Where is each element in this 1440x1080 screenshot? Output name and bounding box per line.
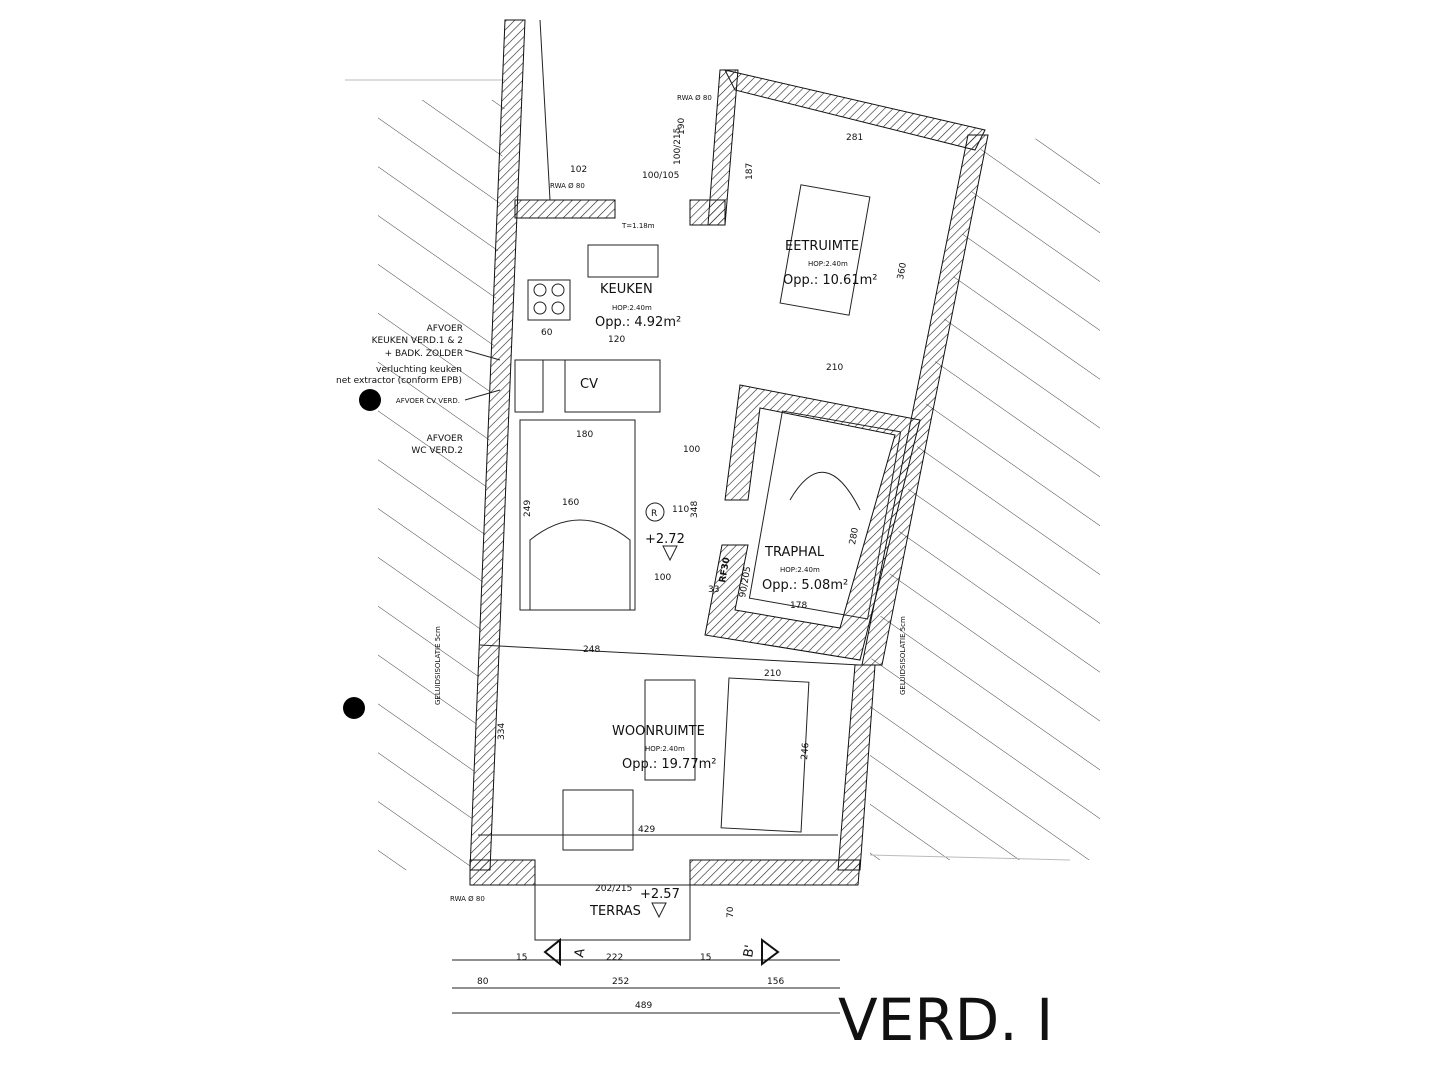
room-hop-keuken: HOP:2.40m — [612, 304, 652, 312]
dimension-labels: 102 190 100/215 100/105 187 281 360 210 … — [477, 118, 909, 1011]
level-main: +2.72 — [645, 532, 685, 547]
svg-text:100/215: 100/215 — [673, 128, 683, 165]
kitchen-north-wall — [514, 199, 616, 219]
terras-level-marker — [651, 902, 667, 919]
svg-text:100: 100 — [683, 445, 700, 455]
section-a-label: A — [572, 947, 588, 958]
front-wall-right — [689, 859, 861, 886]
coffee-table — [644, 679, 696, 781]
svg-text:202/215: 202/215 — [595, 884, 632, 894]
svg-text:429: 429 — [638, 825, 655, 835]
note-afvoer-keuken: KEUKEN VERD.1 & 2 — [372, 336, 463, 346]
room-hop-woonruimte: HOP:2.40m — [645, 745, 685, 753]
svg-text:120: 120 — [608, 335, 625, 345]
svg-text:334: 334 — [497, 723, 507, 740]
svg-text:248: 248 — [583, 645, 600, 655]
staircase-main — [519, 419, 636, 611]
room-name-cv: CV — [580, 377, 598, 392]
binder-hole-top — [359, 389, 381, 411]
note-rf30: RF30 — [718, 557, 732, 584]
note-geluidsisolatie-left: GELUIDSISOLATIE 5cm — [434, 626, 442, 705]
traphal-wall — [704, 384, 921, 661]
note-wc-verd: WC VERD.2 — [411, 446, 463, 456]
r-marker — [645, 502, 665, 522]
floor-title: VERD. I — [838, 986, 1053, 1054]
note-geluidsisolatie-right: GELUIDSISOLATIE 5cm — [899, 616, 907, 695]
room-name-traphal: TRAPHAL — [764, 545, 825, 560]
svg-text:102: 102 — [570, 165, 587, 175]
eetruimte-left-wall — [707, 69, 739, 226]
svg-text:281: 281 — [846, 133, 863, 143]
svg-text:249: 249 — [523, 500, 533, 517]
svg-text:252: 252 — [612, 977, 629, 987]
svg-text:280: 280 — [848, 527, 861, 546]
note-verluchting: verluchting keuken — [376, 365, 462, 375]
room-area-eetruimte: Opp.: 10.61m² — [783, 273, 877, 288]
svg-text:156: 156 — [767, 977, 784, 987]
svg-text:348: 348 — [690, 501, 700, 518]
section-arrow-a — [543, 937, 561, 967]
svg-text:190: 190 — [677, 118, 687, 135]
svg-text:15: 15 — [516, 953, 527, 963]
note-rwa: RWA Ø 80 — [677, 94, 712, 102]
svg-text:100: 100 — [654, 573, 671, 583]
svg-text:70: 70 — [726, 906, 736, 918]
svg-text:246: 246 — [800, 742, 811, 760]
svg-text:100/105: 100/105 — [642, 171, 679, 181]
staircase-traphal — [748, 410, 902, 620]
svg-text:80: 80 — [477, 977, 489, 987]
room-name-eetruimte: EETRUIMTE — [785, 239, 859, 254]
svg-text:160: 160 — [562, 498, 579, 508]
note-afvoer: AFVOER — [427, 324, 463, 334]
room-hop-eetruimte: HOP:2.40m — [808, 260, 848, 268]
armchair — [562, 789, 634, 851]
section-b-label: B' — [741, 944, 758, 959]
level-terras: +2.57 — [640, 887, 680, 902]
svg-text:187: 187 — [745, 163, 755, 180]
note-badk-zolder: + BADK. ZOLDER — [385, 349, 463, 359]
svg-text:360: 360 — [896, 262, 909, 281]
note-t-height: T=1.18m — [621, 222, 655, 230]
svg-text:33: 33 — [708, 585, 719, 595]
svg-text:180: 180 — [576, 430, 593, 440]
sofa — [720, 677, 810, 833]
note-afvoer-wc: AFVOER — [427, 434, 463, 444]
room-name-terras: TERRAS — [589, 904, 641, 919]
svg-text:222: 222 — [606, 953, 623, 963]
svg-text:178: 178 — [790, 601, 807, 611]
binder-hole-bottom — [343, 697, 365, 719]
room-name-keuken: KEUKEN — [600, 282, 653, 297]
svg-text:60: 60 — [541, 328, 553, 338]
room-area-woonruimte: Opp.: 19.77m² — [622, 757, 716, 772]
kitchen-sink — [587, 244, 659, 278]
room-area-traphal: Opp.: 5.08m² — [762, 578, 848, 593]
dining-table — [779, 184, 871, 316]
front-wall-left — [469, 859, 536, 886]
room-area-keuken: Opp.: 4.92m² — [595, 315, 681, 330]
svg-text:210: 210 — [826, 363, 843, 373]
note-extractor: net extractor (conform EPB) — [336, 376, 462, 386]
room-name-woonruimte: WOONRUIMTE — [612, 724, 705, 739]
level-marker — [662, 545, 678, 562]
svg-text:15: 15 — [700, 953, 711, 963]
neighbour-left-hatch — [378, 100, 505, 870]
svg-text:110: 110 — [672, 505, 689, 515]
svg-text:489: 489 — [635, 1001, 652, 1011]
r-mark: R — [651, 509, 657, 519]
section-arrow-b — [761, 938, 780, 966]
svg-text:210: 210 — [764, 669, 781, 679]
kitchen-hob — [527, 279, 571, 321]
note-rwa: RWA Ø 80 — [550, 182, 585, 190]
note-afvoer-cv: AFVOER CV VERD. — [396, 397, 460, 405]
right-lower-wall — [837, 664, 876, 871]
room-hop-traphal: HOP:2.40m — [780, 566, 820, 574]
neighbour-right-hatch — [870, 130, 1100, 860]
note-rwa: RWA Ø 80 — [450, 895, 485, 903]
